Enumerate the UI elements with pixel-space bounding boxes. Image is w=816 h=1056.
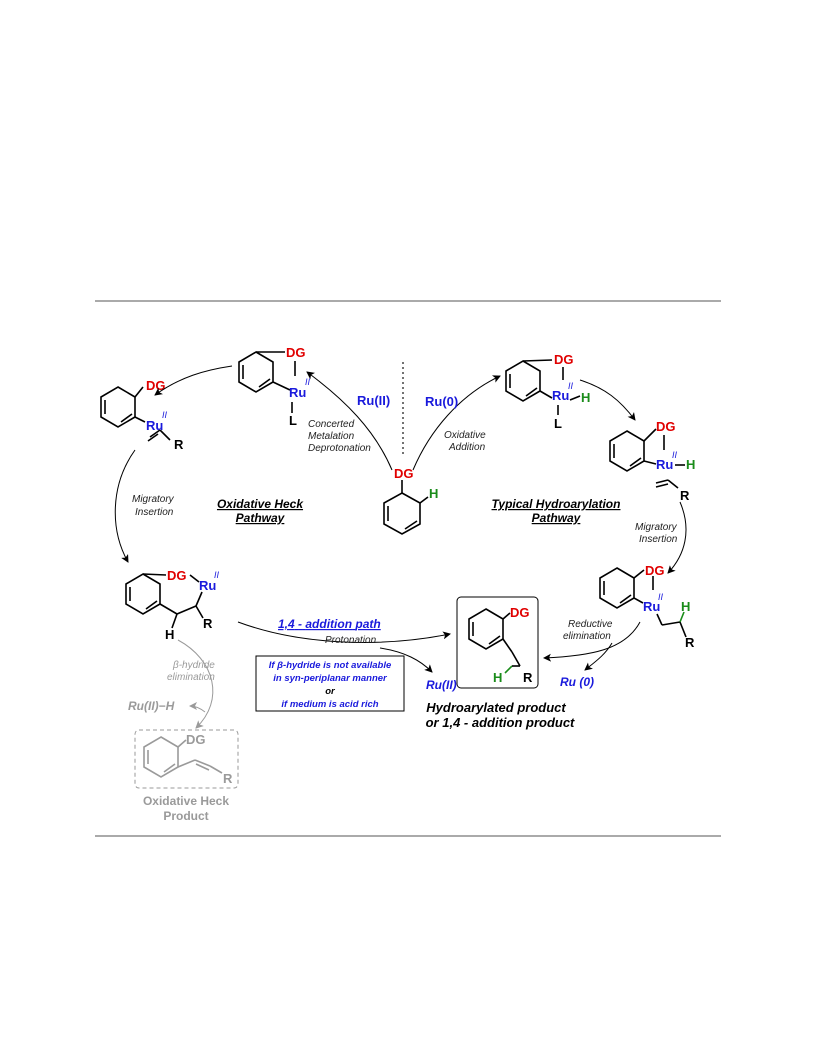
arrow-protonation (237, 621, 451, 643)
heck-product-box (134, 729, 239, 789)
heck-product-label-2: Product (163, 809, 208, 823)
ru-oxidation: II (658, 592, 664, 602)
dg-label: DG (554, 352, 574, 367)
h-label: H (429, 486, 438, 501)
h-label: H (686, 457, 695, 472)
arrow-ru-hydride-release (189, 702, 206, 713)
ru-oxidation: II (162, 410, 168, 420)
ru-label: Ru (643, 599, 660, 614)
h-label: H (681, 599, 690, 614)
ru-label: Ru (199, 578, 216, 593)
re-label-2: elimination (563, 631, 611, 642)
dg-label: DG (656, 419, 676, 434)
arrow-reductive-elimination (543, 621, 641, 662)
condition-line-3: or (325, 686, 336, 697)
cmd-label-1: Concerted (308, 419, 355, 430)
ru-hydride-olefin-complex: DG Ru II H R (609, 419, 695, 503)
protonation-label: Protonation (325, 635, 377, 646)
r-label: R (680, 488, 690, 503)
ru-ii-olefin-complex: DG Ru II R (100, 378, 184, 452)
condition-box (255, 655, 405, 712)
arrow-oxidative-addition (412, 375, 501, 471)
arrow-migratory-insertion-left (114, 449, 136, 563)
hydroarylation-title-2: Pathway (532, 511, 582, 525)
condition-line-4: if medium is acid rich (281, 699, 378, 710)
dg-label: DG (186, 732, 206, 747)
ru-oxidation: II (214, 570, 220, 580)
cmd-label-2: Metalation (308, 431, 355, 442)
mi-right-label-1: Migratory (635, 522, 678, 533)
starting-arene: DG H (383, 466, 438, 535)
h-label: H (493, 670, 502, 685)
oa-label-2: Addition (448, 442, 486, 453)
r-label: R (174, 437, 184, 452)
oxidative-heck-product: DG R (143, 732, 233, 786)
r-label: R (523, 670, 533, 685)
dg-label: DG (286, 345, 306, 360)
ruthenacycle-intermediate: DG Ru II H R (125, 568, 220, 642)
oxidative-heck-title: Oxidative Heck (217, 497, 304, 511)
mi-left-label-1: Migratory (132, 494, 175, 505)
l-label: L (554, 416, 562, 431)
h-label: H (581, 390, 590, 405)
arrow-migratory-insertion-right (667, 501, 687, 574)
ru-label: Ru (146, 418, 163, 433)
re-label-1: Reductive (568, 619, 613, 630)
dg-label: DG (645, 563, 665, 578)
mi-right-label-2: Insertion (639, 534, 678, 545)
ru-ii-catalyst-label: Ru(II) (357, 393, 390, 408)
ru-ii-aryl-complex: DG Ru II L (238, 345, 311, 428)
ru-oxidation: II (568, 381, 574, 391)
dg-label: DG (146, 378, 166, 393)
arrow-cmd (306, 371, 393, 471)
ru-label: Ru (289, 385, 306, 400)
condition-line-2: in syn-periplanar manner (273, 673, 388, 684)
oa-label-1: Oxidative (444, 430, 486, 441)
dg-label: DG (510, 605, 530, 620)
dg-label: DG (394, 466, 414, 481)
arrow-olefin-coordination-right (579, 379, 636, 421)
ru-0-release-label: Ru (0) (560, 675, 594, 689)
ru-oxidation: II (672, 450, 678, 460)
bh-label-1: β-hydride (172, 660, 215, 671)
ru-hydride-complex: DG Ru II H L (505, 352, 590, 431)
hydroarylation-title: Typical Hydroarylation (492, 497, 621, 511)
oxidative-heck-title-2: Pathway (236, 511, 286, 525)
ru-label: Ru (552, 388, 569, 403)
product-box (456, 596, 539, 689)
l-label: L (289, 413, 297, 428)
ru-0-catalyst-label: Ru(0) (425, 394, 458, 409)
bh-label-2: elimination (167, 672, 215, 683)
r-label: R (223, 771, 233, 786)
ru-label: Ru (656, 457, 673, 472)
h-label: H (165, 627, 174, 642)
addition-path-title: 1,4 - addition path (278, 617, 381, 631)
condition-line-1: If β-hydride is not available (269, 660, 392, 671)
r-label: R (685, 635, 695, 650)
ru-alkyl-complex: DG Ru II H R (599, 563, 695, 650)
dg-label: DG (167, 568, 187, 583)
cmd-label-3: Deprotonation (308, 443, 371, 454)
ru-oxidation: II (305, 377, 311, 387)
hydroarylated-product: DG H R (468, 605, 533, 685)
r-label: R (203, 616, 213, 631)
product-label-1: Hydroarylated product (426, 700, 566, 715)
mi-left-label-2: Insertion (135, 507, 174, 518)
arrow-ru-ii-release (379, 647, 433, 673)
ru-ii-hydride-label: Ru(II)−H (128, 699, 175, 713)
arrow-beta-hydride (177, 639, 214, 729)
product-label-2: or 1,4 - addition product (426, 715, 575, 730)
arrow-olefin-coordination-left (154, 365, 233, 396)
arrow-ru0-release (584, 642, 613, 671)
ru-ii-release-label: Ru(II) (426, 678, 457, 692)
heck-product-label-1: Oxidative Heck (143, 794, 229, 808)
